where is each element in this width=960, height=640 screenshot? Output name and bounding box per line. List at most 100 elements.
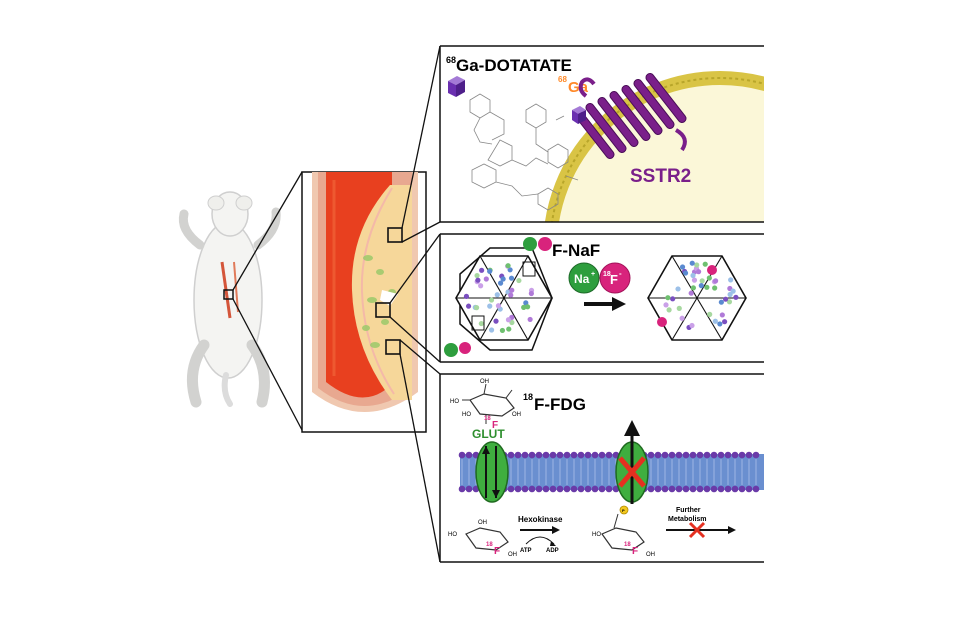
- further-label: Further: [676, 507, 701, 514]
- crystal-ion-dot: [524, 304, 531, 310]
- lipid-head: [738, 451, 746, 459]
- crystal-ion-dot: [474, 272, 480, 279]
- crystal-ion-dot: [483, 276, 489, 282]
- crystal-ion-dot: [712, 318, 718, 324]
- hydroxyapatite-crystal-after: [647, 255, 747, 341]
- fdg-top-ho-2: HO: [462, 412, 471, 418]
- crystal-ion-dot: [723, 296, 729, 302]
- lipid-head: [577, 451, 585, 459]
- crystal-ion-dot: [675, 286, 681, 292]
- lipid-head: [458, 451, 466, 459]
- crystal-ion-dot: [465, 303, 472, 309]
- f-charge: -: [619, 269, 622, 278]
- fdg-bl-oh-2: OH: [508, 552, 517, 558]
- fdg-molecule-bottom-left: HO OH OH 18 F: [448, 520, 517, 558]
- na-label: Na: [574, 272, 590, 286]
- atp-label: ATP: [520, 548, 532, 554]
- crystal-ion-dot: [495, 303, 502, 309]
- crystal-ion-dot: [694, 262, 700, 268]
- lipid-head: [717, 485, 725, 493]
- crystal-ion-dot: [475, 277, 481, 283]
- sstr2-label: SSTR2: [630, 166, 691, 187]
- lipid-head: [745, 485, 753, 493]
- lipid-head: [521, 485, 529, 493]
- mouse-zoom-box: [223, 289, 234, 300]
- fdg-top-f18-sup: 18: [484, 416, 491, 422]
- crystal-ion-dot: [479, 267, 485, 273]
- lipid-head: [549, 485, 557, 493]
- lipid-head: [710, 451, 718, 459]
- zoom-box-fdg: [385, 339, 401, 355]
- crystal-ion-dot: [689, 260, 695, 266]
- lipid-head: [563, 485, 571, 493]
- lipid-head: [696, 451, 704, 459]
- artery-section: [301, 171, 427, 433]
- fdg-bl-f18-sup: 18: [486, 542, 493, 548]
- dotatate-title-superscript: 68: [446, 55, 456, 65]
- f18-ion-icon: 18 F -: [599, 262, 631, 294]
- crystal-ion-dot: [666, 307, 672, 313]
- calcification: [380, 290, 398, 306]
- crystal-ion-dot: [682, 270, 689, 276]
- fdg-bl-ho: HO: [448, 532, 457, 538]
- fdg-top-ho-1: HO: [450, 399, 459, 405]
- lipid-head: [654, 485, 662, 493]
- phosphate-label: P: [622, 508, 625, 513]
- lipid-head: [507, 451, 515, 459]
- crystal-ion-dot: [508, 292, 514, 298]
- lipid-head: [745, 451, 753, 459]
- lipid-head: [549, 451, 557, 459]
- lipid-head: [514, 485, 522, 493]
- glut-label: GLUT: [472, 427, 505, 441]
- crystal-ion-dot: [689, 322, 695, 329]
- dotatate-molecule-structure: [469, 93, 579, 211]
- crystal-ion-dot: [688, 290, 694, 296]
- lipid-head: [598, 451, 606, 459]
- lipid-head: [696, 485, 704, 493]
- lipid-head: [675, 485, 683, 493]
- crystal-ion-dot: [726, 299, 733, 305]
- crystal-ion-dot: [478, 320, 484, 327]
- lipid-head: [465, 485, 473, 493]
- lipid-head: [717, 451, 725, 459]
- fdg-top-oh-2: OH: [512, 412, 521, 418]
- crystal-ion-dot: [494, 292, 500, 298]
- blocked-transporter-icon: [615, 420, 649, 504]
- panel-f-naf: 18 F-NaF Na + 18 F -: [439, 233, 764, 363]
- lipid-head: [724, 451, 732, 459]
- lipid-head: [507, 485, 515, 493]
- mouse-illustration: [178, 191, 281, 408]
- panel-ga-dotatate: 68 Ga-DOTATATE 68 Ga: [439, 45, 764, 223]
- crystal-ion-dot: [676, 305, 682, 311]
- lipid-head: [752, 451, 760, 459]
- lipid-head: [731, 485, 739, 493]
- crystal-ion-dot: [722, 319, 728, 325]
- crystal-ion-dot: [509, 287, 515, 293]
- lipid-head: [556, 451, 564, 459]
- dotatate-title: Ga-DOTATATE: [456, 56, 572, 75]
- crystal-ion-dot: [712, 285, 718, 291]
- zoom-box-dotatate: [387, 227, 403, 243]
- lipid-head: [528, 451, 536, 459]
- crystal-ion-dot: [690, 285, 696, 291]
- lipid-head: [535, 485, 543, 493]
- crystal-ion-dot: [665, 295, 671, 301]
- fdg-title: F-FDG: [534, 395, 586, 414]
- hexokinase-arrow-icon: [520, 526, 560, 546]
- crystal-ion-dot: [718, 299, 724, 305]
- lipid-head: [682, 485, 690, 493]
- lipid-head: [535, 451, 543, 459]
- bound-dotatate-icon: [572, 106, 586, 124]
- lipid-head: [584, 485, 592, 493]
- lipid-head: [647, 485, 655, 493]
- zoom-box-naf: [375, 302, 391, 318]
- crystal-ion-dot: [487, 303, 493, 309]
- crystal-ion-dot: [679, 315, 685, 321]
- lipid-head: [514, 451, 522, 459]
- lipid-head: [668, 485, 676, 493]
- crystal-ion-dot: [733, 294, 739, 300]
- crystal-ion-dot: [473, 305, 480, 311]
- lipid-head: [542, 451, 550, 459]
- fdg6p-f18-sup: 18: [624, 542, 631, 548]
- lipid-head: [724, 485, 732, 493]
